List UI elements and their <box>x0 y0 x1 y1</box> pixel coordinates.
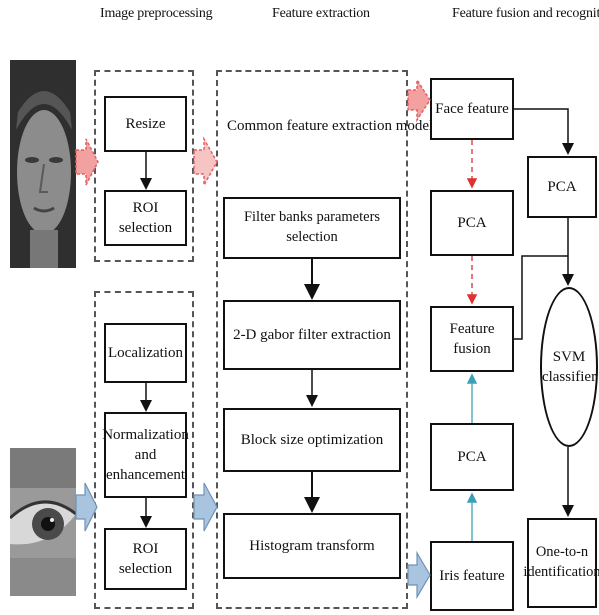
block-size-box: Block size optimization <box>223 408 401 472</box>
filter-banks-box: Filter banks parameters selection <box>223 197 401 259</box>
filter-banks-label: Filter banks parameters selection <box>243 209 381 245</box>
identification-label: identification <box>523 564 599 580</box>
face-block-arrow-3 <box>407 77 431 123</box>
iris-block-arrow-2 <box>193 482 218 532</box>
histogram-label: Histogram transform <box>249 537 375 554</box>
iris-feature-label: Iris feature <box>439 567 505 584</box>
gabor-filter-box: 2-D gabor filter extraction <box>223 300 401 370</box>
pca-right-box: PCA <box>527 156 597 218</box>
svm-label: SVM <box>552 348 586 365</box>
common-model-label: Common feature extraction model <box>227 118 434 134</box>
header-fusion: Feature fusion and recognition <box>452 6 599 21</box>
gabor-filter-label: 2-D gabor filter extraction <box>233 326 391 343</box>
classifier-label: classifier <box>541 369 597 385</box>
header-preprocessing: Image preprocessing <box>100 6 213 21</box>
arrow-face-feature-to-right-pca <box>514 108 574 155</box>
pca-right-label: PCA <box>547 178 577 195</box>
pca-face-box: PCA <box>430 190 514 256</box>
feature-extraction-group <box>216 70 408 609</box>
face-block-arrow-2 <box>193 136 218 188</box>
face-block-arrow-1 <box>75 138 99 186</box>
header-extraction: Feature extraction <box>272 6 370 21</box>
face-roi-selection-box: ROI selection <box>104 190 187 246</box>
face-photo <box>10 60 76 268</box>
eye-photo <box>10 448 76 596</box>
iris-preprocessing-group <box>94 291 194 609</box>
line-fusion-to-path <box>514 255 568 340</box>
iris-feature-box: Iris feature <box>430 541 514 611</box>
resize-box: Resize <box>104 96 187 152</box>
svm-classifier-ellipse: SVM classifier <box>540 287 598 447</box>
iris-roi-selection-box: ROI selection <box>104 528 187 590</box>
iris-roi-selection-label: ROI selection <box>118 540 173 577</box>
pca-face-label: PCA <box>457 214 487 231</box>
iris-block-arrow-3 <box>407 550 431 600</box>
iris-block-arrow-1 <box>75 482 98 532</box>
normalization-label: Normalization and enhancement <box>102 426 189 484</box>
pca-iris-box: PCA <box>430 423 514 491</box>
histogram-box: Histogram transform <box>223 513 401 579</box>
block-size-label: Block size optimization <box>240 431 384 448</box>
pca-iris-label: PCA <box>457 448 487 465</box>
feature-fusion-box: Feature fusion <box>430 306 514 372</box>
one-to-n-label: One-to-n <box>535 544 589 561</box>
normalization-box: Normalization and enhancement <box>102 412 189 498</box>
resize-label: Resize <box>125 115 166 132</box>
identification-box: One-to-n identification <box>523 518 599 608</box>
eye-image-icon <box>10 448 76 596</box>
face-feature-label: Face feature <box>435 100 509 117</box>
face-roi-selection-label: ROI selection <box>118 199 173 236</box>
localization-box: Localization <box>104 323 187 383</box>
face-feature-box: Face feature <box>430 78 514 140</box>
localization-label: Localization <box>108 344 183 361</box>
face-image-icon <box>10 60 76 268</box>
feature-fusion-label: Feature fusion <box>449 320 495 357</box>
